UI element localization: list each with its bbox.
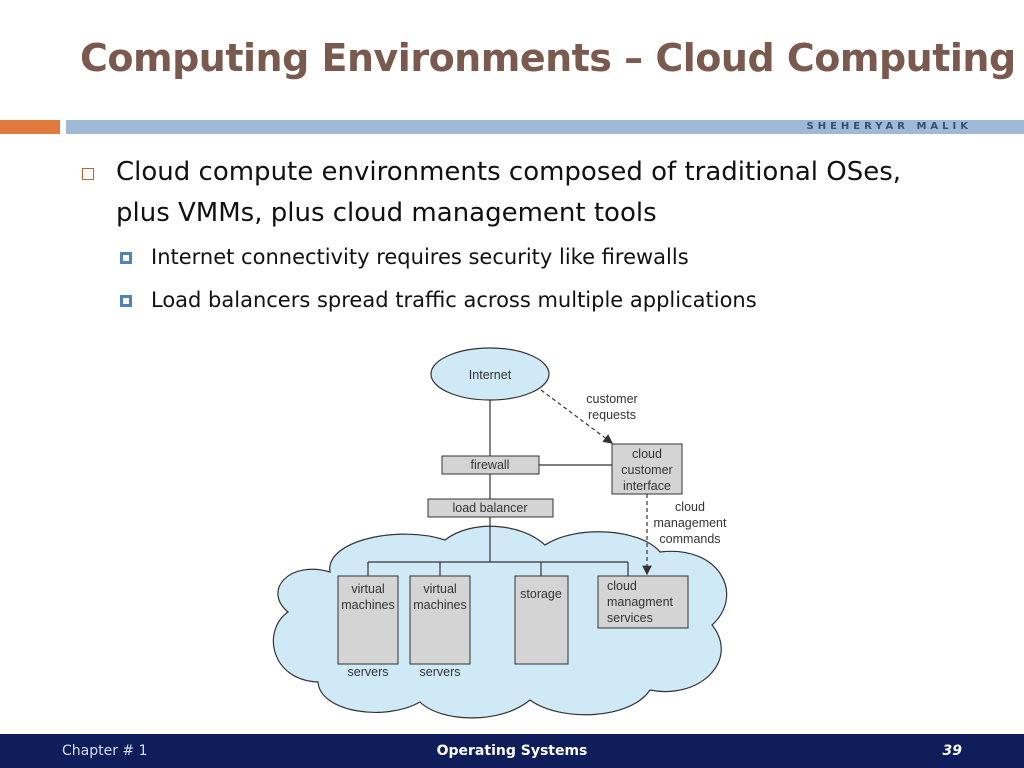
management-commands-label: cloud: [675, 500, 705, 514]
slide-footer: Chapter # 1 Operating Systems 39: [0, 734, 1024, 768]
hollow-square-bullet-icon: [82, 168, 94, 180]
course-title: Operating Systems: [436, 743, 588, 759]
header-accent-blue: [66, 120, 1024, 134]
main-bullet-line-2: plus VMMs, plus cloud management tools: [116, 198, 657, 228]
vm-label: virtual: [423, 582, 456, 596]
interface-label: customer: [621, 463, 672, 477]
storage-box: [514, 575, 569, 665]
square-bullet-icon: [120, 252, 132, 264]
virtual-machines-server-2: [409, 575, 471, 665]
sub-bullet-text: Internet connectivity requires security …: [151, 245, 689, 269]
customer-requests-label: customer: [586, 392, 637, 406]
chapter-label: Chapter # 1: [62, 743, 148, 759]
load-balancer-box: [427, 498, 554, 518]
services-label: cloud: [607, 579, 637, 593]
cloud-customer-interface-box: [611, 443, 683, 495]
storage-label: storage: [520, 587, 562, 601]
slide-title: Computing Environments – Cloud Computing: [80, 36, 1016, 80]
services-label: managment: [607, 595, 674, 609]
vm-label: machines: [341, 598, 395, 612]
page-number: 39: [942, 743, 962, 759]
load-balancer-label: load balancer: [452, 501, 527, 515]
header-accent-orange: [0, 120, 60, 134]
sub-bullet: Load balancers spread traffic across mul…: [120, 288, 980, 312]
servers-label: servers: [348, 665, 389, 679]
management-commands-label: commands: [659, 532, 720, 546]
vm-label: machines: [413, 598, 467, 612]
cloud-shape: [272, 525, 728, 719]
interface-label: interface: [623, 479, 671, 493]
customer-requests-label: requests: [588, 408, 636, 422]
author-name: SHEHERYAR MALIK: [806, 121, 972, 132]
main-bullet: Cloud compute environments composed of t…: [82, 152, 962, 234]
cloud-management-services-box: [597, 575, 689, 629]
management-commands-label: management: [654, 516, 727, 530]
firewall-label: firewall: [471, 458, 510, 472]
main-bullet-line-1: Cloud compute environments composed of t…: [116, 157, 902, 187]
customer-requests-arrow: [540, 389, 613, 444]
square-bullet-icon: [120, 295, 132, 307]
sub-bullet: Internet connectivity requires security …: [120, 245, 980, 269]
vm-label: virtual: [351, 582, 384, 596]
interface-label: cloud: [632, 447, 662, 461]
sub-bullet-text: Load balancers spread traffic across mul…: [151, 288, 757, 312]
servers-label: servers: [420, 665, 461, 679]
virtual-machines-server-1: [337, 575, 399, 665]
internet-label: Internet: [469, 368, 512, 382]
services-label: services: [607, 611, 653, 625]
